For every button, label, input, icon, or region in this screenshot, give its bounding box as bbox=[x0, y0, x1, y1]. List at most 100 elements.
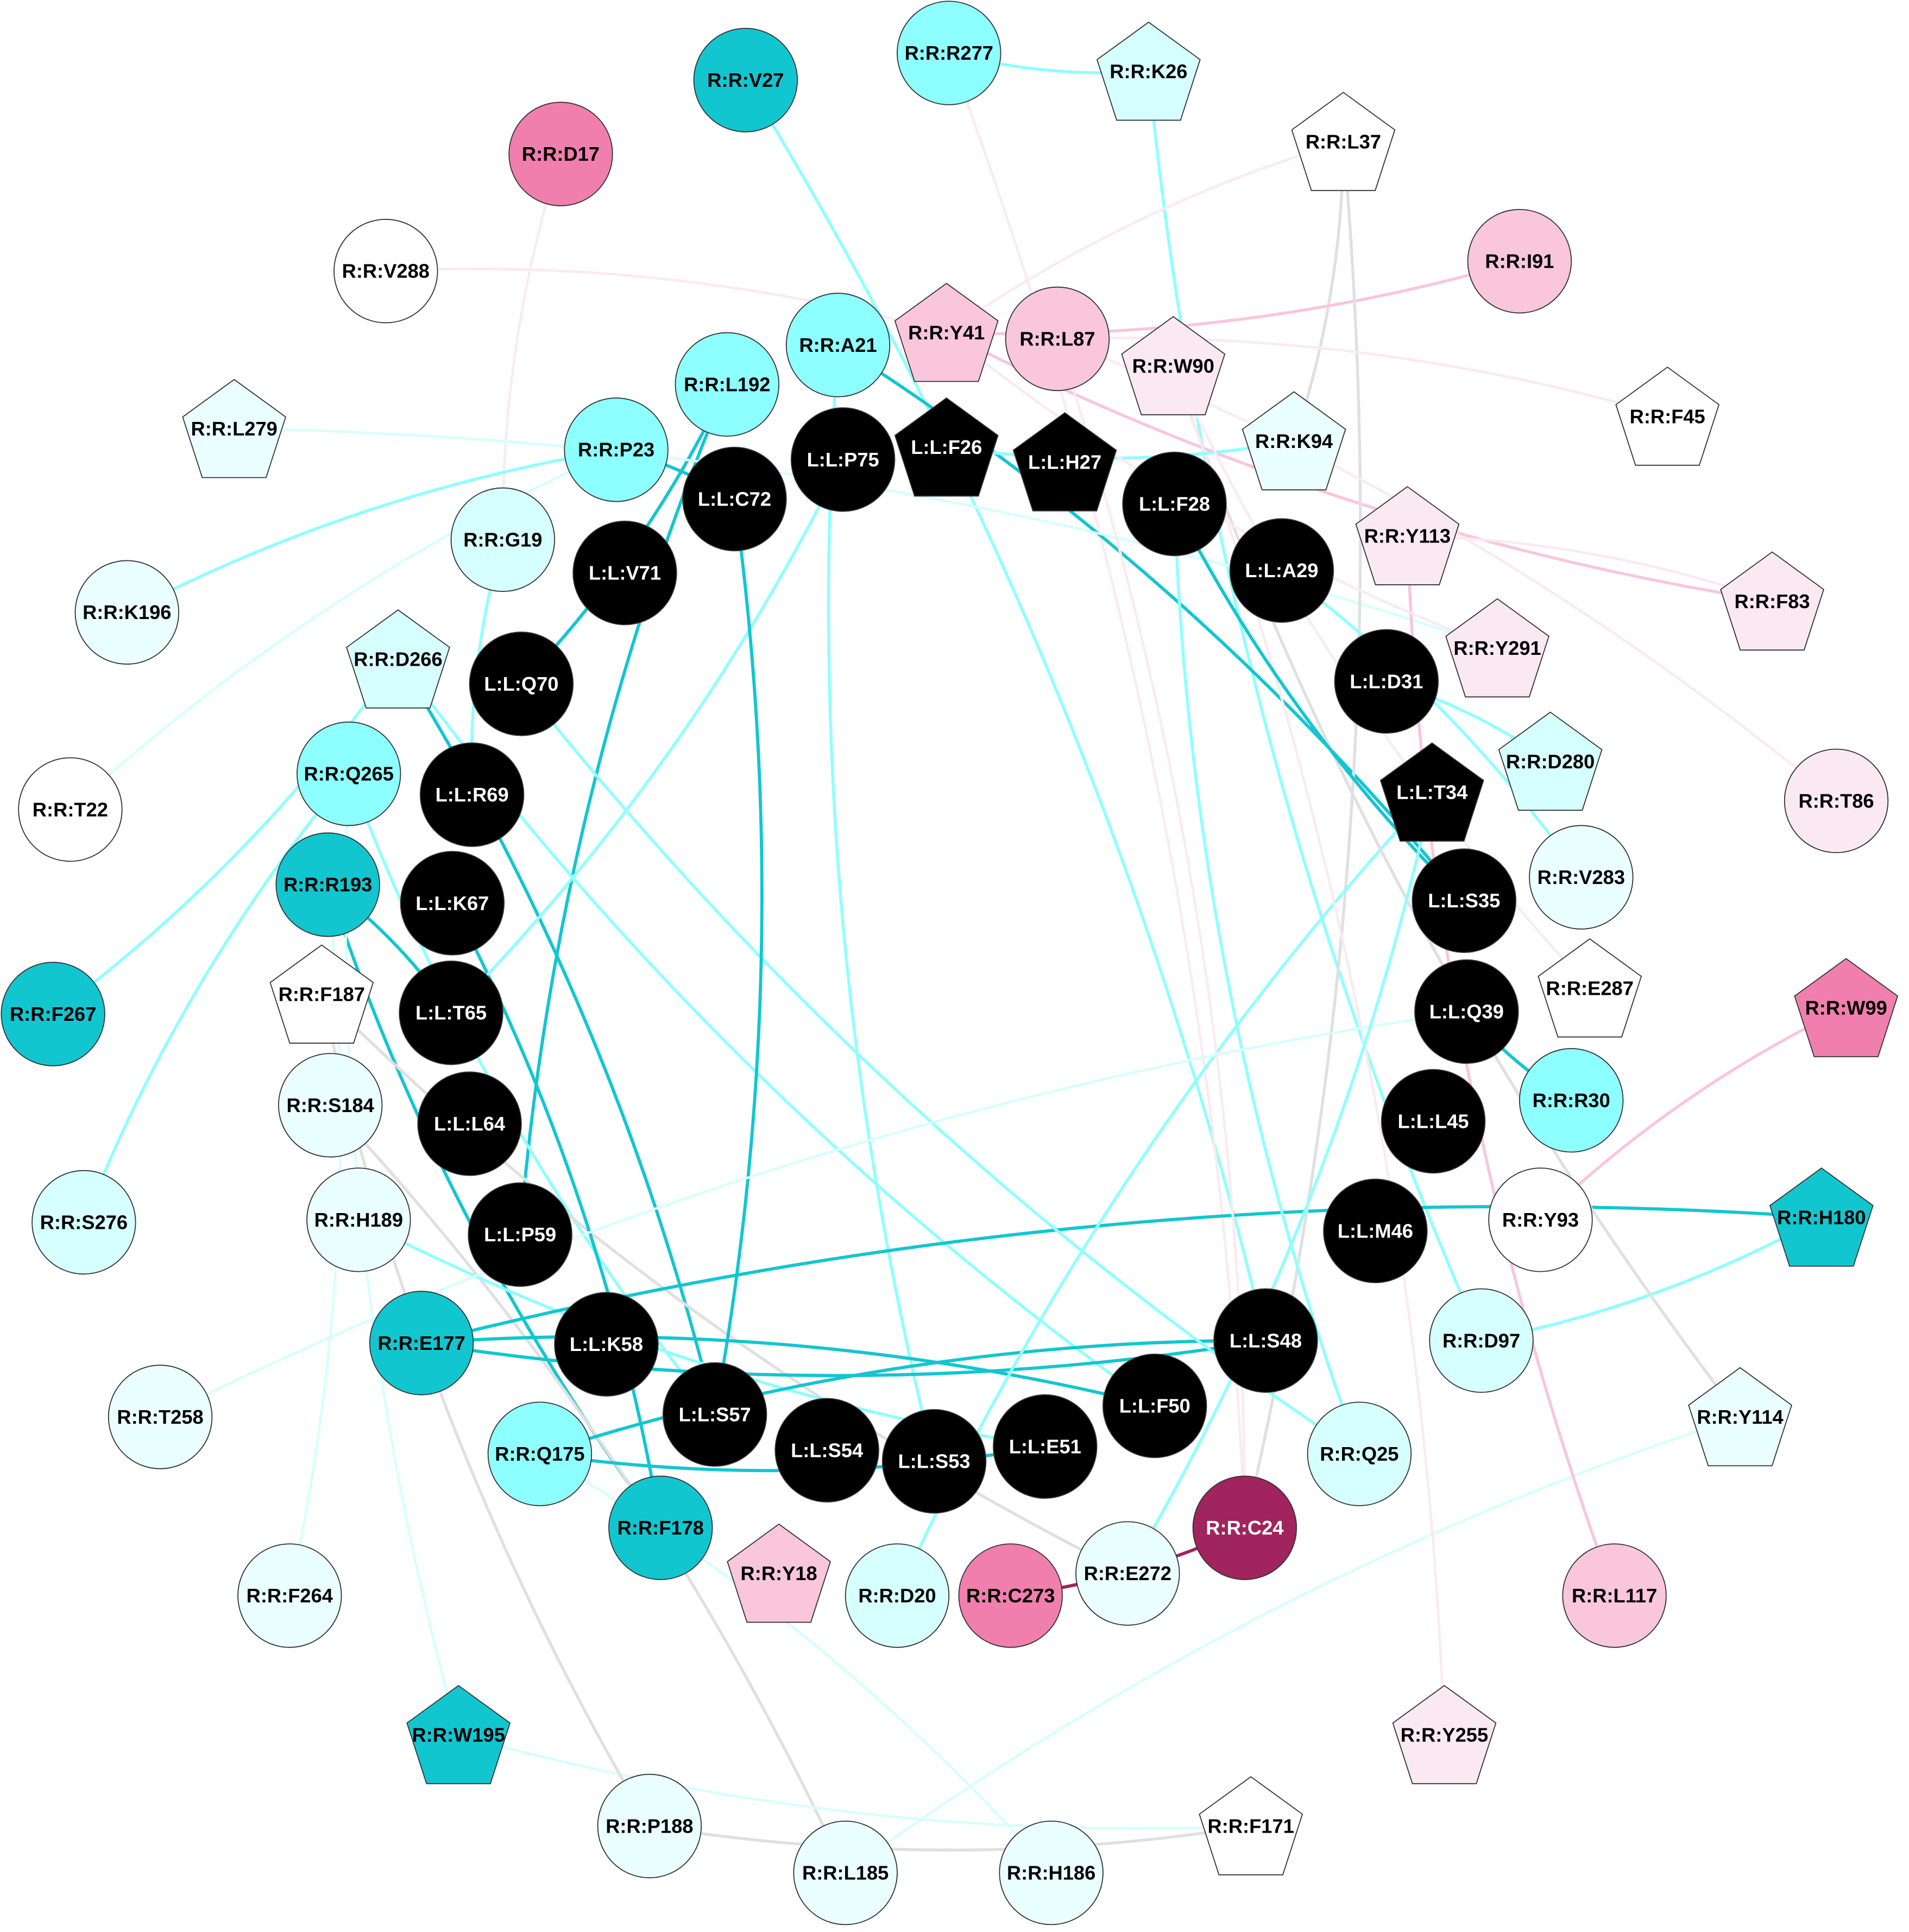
residue-label: R:R:V288 bbox=[342, 260, 430, 282]
circle-node-shape bbox=[1429, 1288, 1534, 1393]
pentagon-node-shape bbox=[1688, 1367, 1792, 1467]
residue-node: R:R:Y255 bbox=[1392, 1685, 1497, 1784]
pentagon-node-shape bbox=[1392, 1685, 1497, 1784]
residue-label: R:R:R193 bbox=[283, 874, 372, 896]
pentagon-node-shape bbox=[894, 282, 999, 382]
interaction-edge bbox=[518, 383, 729, 1235]
pentagon-node-shape bbox=[1199, 1776, 1303, 1876]
interaction-edge bbox=[160, 1010, 1467, 1418]
interaction-edge bbox=[845, 1416, 1741, 1874]
residue-node: R:R:F187 bbox=[269, 944, 374, 1044]
interaction-edge bbox=[82, 773, 350, 1223]
residue-label: R:R:G19 bbox=[463, 528, 542, 551]
residue-node: R:R:L279 bbox=[182, 378, 287, 478]
residue-node: R:R:R30 bbox=[1519, 1048, 1624, 1153]
residue-label: R:R:F267 bbox=[10, 1003, 96, 1025]
residue-label: R:R:H186 bbox=[1007, 1862, 1095, 1884]
residue-label: R:R:F178 bbox=[618, 1517, 704, 1539]
circle-node-shape bbox=[564, 397, 669, 502]
residue-label: L:L:P75 bbox=[807, 449, 879, 471]
residue-label: R:R:H180 bbox=[1777, 1206, 1866, 1228]
interaction-edge bbox=[539, 1338, 1266, 1456]
pentagon-node-shape bbox=[406, 1685, 511, 1784]
residue-label: R:R:E177 bbox=[377, 1332, 465, 1354]
residue-label: L:L:C72 bbox=[698, 488, 771, 510]
residue-node: R:R:A21 bbox=[785, 293, 891, 397]
pentagon-node-shape bbox=[1012, 412, 1117, 512]
residue-node: L:L:P59 bbox=[468, 1182, 572, 1287]
circle-node-shape bbox=[1323, 1178, 1428, 1284]
residue-node: R:R:T22 bbox=[18, 757, 123, 862]
circle-node-shape bbox=[417, 1071, 522, 1176]
residue-label: R:R:F187 bbox=[279, 983, 365, 1006]
residue-node: R:R:Y291 bbox=[1445, 598, 1549, 698]
residue-label: R:R:V283 bbox=[1538, 866, 1625, 888]
residue-node: L:L:S54 bbox=[774, 1398, 879, 1502]
interaction-edge bbox=[52, 658, 400, 1015]
residue-label: L:L:S48 bbox=[1230, 1329, 1302, 1352]
residue-node: R:R:V288 bbox=[333, 218, 438, 324]
residue-node: R:R:F45 bbox=[1615, 367, 1720, 466]
pentagon-node-shape bbox=[1096, 21, 1201, 121]
residue-node: R:R:Q175 bbox=[487, 1401, 593, 1506]
residue-label: R:R:T86 bbox=[1798, 790, 1874, 812]
residue-node: R:R:V27 bbox=[693, 28, 798, 132]
circle-node-shape bbox=[400, 851, 505, 956]
residue-label: L:L:F28 bbox=[1139, 493, 1210, 515]
residue-node: L:L:F26 bbox=[894, 397, 999, 497]
residue-label: R:R:W90 bbox=[1132, 355, 1214, 377]
circle-node-shape bbox=[790, 407, 896, 512]
circle-node-shape bbox=[785, 293, 891, 397]
residue-node: R:R:W195 bbox=[406, 1685, 511, 1784]
residue-node: L:L:S48 bbox=[1213, 1288, 1318, 1393]
residue-node: L:L:T65 bbox=[399, 961, 503, 1065]
residue-node: R:R:R277 bbox=[897, 1, 1001, 105]
pentagon-node-shape bbox=[1498, 711, 1603, 811]
residue-node: R:R:H186 bbox=[999, 1820, 1104, 1925]
pentagon-node-shape bbox=[182, 378, 287, 478]
residue-node: R:R:V283 bbox=[1529, 825, 1634, 930]
interaction-edge bbox=[1173, 503, 1465, 902]
residue-node: R:R:S184 bbox=[278, 1053, 383, 1158]
residue-node: L:L:Q39 bbox=[1414, 959, 1519, 1064]
pentagon-node-shape bbox=[346, 609, 450, 709]
residue-label: R:R:Y255 bbox=[1401, 1723, 1488, 1746]
residue-node: R:R:F178 bbox=[608, 1475, 713, 1580]
residue-label: R:R:F171 bbox=[1208, 1815, 1294, 1837]
residue-label: R:R:D17 bbox=[522, 143, 600, 165]
residue-label: L:L:K58 bbox=[570, 1333, 643, 1355]
residue-node: L:L:T34 bbox=[1379, 742, 1484, 842]
residue-label: R:R:L279 bbox=[191, 418, 278, 440]
residue-label: R:R:S184 bbox=[286, 1094, 374, 1116]
residue-node: R:R:D97 bbox=[1429, 1288, 1534, 1393]
circle-node-shape bbox=[450, 487, 556, 592]
pentagon-node-shape bbox=[269, 944, 374, 1044]
residue-node: R:R:H189 bbox=[306, 1167, 411, 1272]
residue-label: R:R:Q25 bbox=[1320, 1443, 1398, 1465]
circle-node-shape bbox=[18, 757, 123, 862]
pentagon-node-shape bbox=[894, 397, 999, 497]
residue-label: R:R:V27 bbox=[707, 69, 784, 91]
residue-label: R:R:D97 bbox=[1442, 1329, 1520, 1352]
residue-node: R:R:E287 bbox=[1538, 938, 1642, 1038]
residue-node: L:L:S53 bbox=[881, 1409, 987, 1514]
circle-node-shape bbox=[682, 446, 787, 552]
circle-node-shape bbox=[693, 28, 798, 132]
circle-node-shape bbox=[237, 1543, 342, 1648]
circle-node-shape bbox=[108, 1365, 213, 1469]
circle-node-shape bbox=[1467, 209, 1572, 314]
circle-node-shape bbox=[1412, 848, 1516, 953]
residue-label: L:L:V71 bbox=[589, 562, 661, 584]
circle-node-shape bbox=[993, 1394, 1098, 1499]
residue-label: L:L:T34 bbox=[1396, 781, 1467, 804]
pentagon-node-shape bbox=[1538, 938, 1642, 1038]
residue-node: L:L:Q70 bbox=[469, 632, 574, 736]
residue-node: L:L:M46 bbox=[1323, 1178, 1428, 1284]
residue-label: L:L:Q39 bbox=[1429, 1000, 1504, 1022]
circle-node-shape bbox=[1562, 1543, 1667, 1648]
interaction-edge bbox=[827, 345, 936, 1462]
residue-node: R:R:D280 bbox=[1498, 711, 1603, 811]
interaction-edge bbox=[1173, 503, 1361, 1455]
pentagon-node-shape bbox=[1769, 1167, 1874, 1267]
